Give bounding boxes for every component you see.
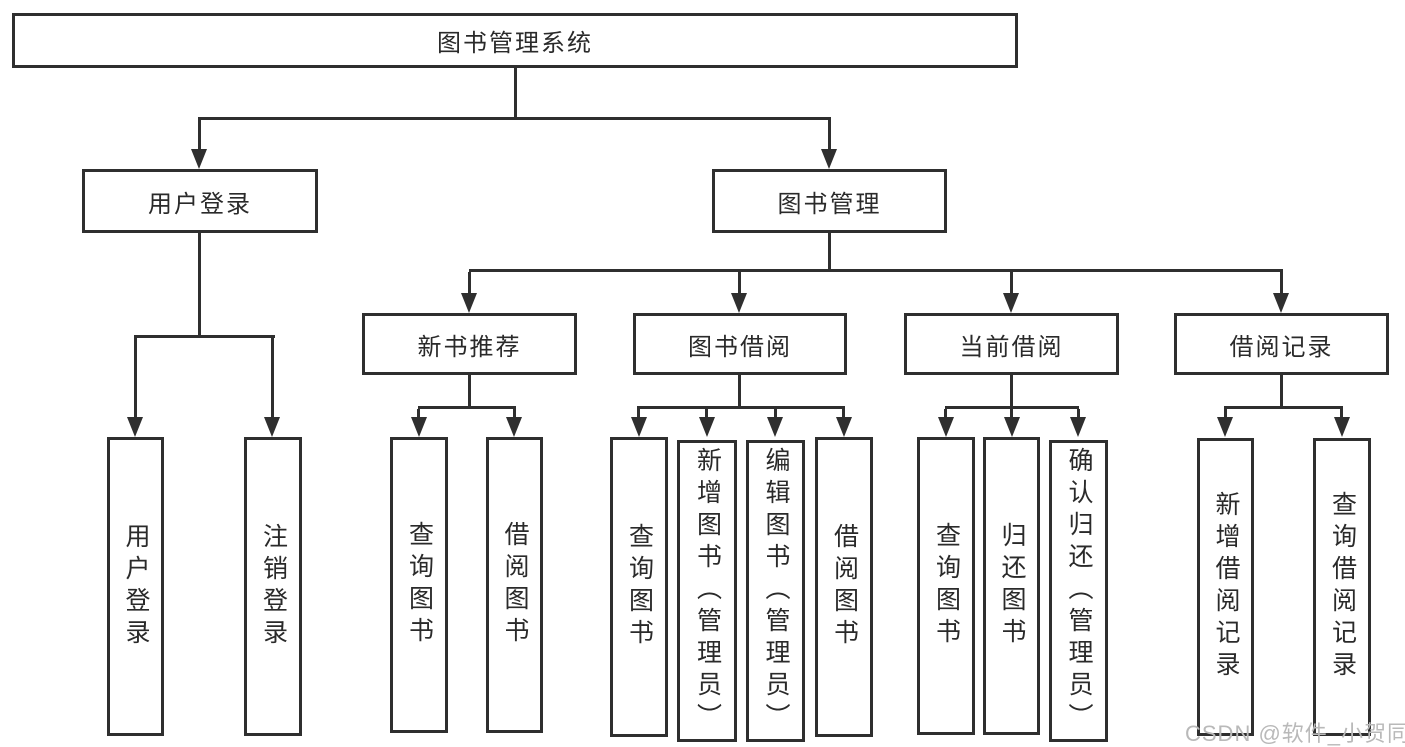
- leaf-borrow-books-recommend-label: 借阅图书: [501, 521, 529, 649]
- node-book-borrow: 图书借阅: [633, 313, 847, 375]
- node-root-label: 图书管理系统: [437, 30, 593, 57]
- leaf-borrow-books: 借阅图书: [815, 437, 873, 737]
- arrow-down-icon: [938, 417, 954, 437]
- leaf-query-books-current-label: 查询图书: [932, 522, 961, 650]
- arrow-down-icon: [461, 293, 477, 313]
- arrow-down-icon: [699, 417, 715, 437]
- watermark: CSDN @软件_小贺同学: [1185, 721, 1405, 746]
- leaf-edit-books-admin-label: 编辑图书（管理员）: [762, 447, 790, 735]
- leaf-return-books: 归还图书: [983, 437, 1040, 735]
- connector-line: [513, 409, 516, 419]
- connector-line: [1010, 375, 1013, 408]
- node-current-borrow-label: 当前借阅: [959, 333, 1064, 361]
- arrow-down-icon: [127, 417, 143, 437]
- arrow-down-icon: [1070, 417, 1086, 437]
- arrow-down-icon: [1273, 293, 1289, 313]
- leaf-user-login-label: 用户登录: [122, 522, 150, 651]
- connector-line: [828, 233, 831, 272]
- arrow-down-icon: [767, 417, 783, 437]
- connector-line: [1280, 375, 1283, 408]
- connector-line: [468, 272, 471, 295]
- arrow-down-icon: [506, 417, 522, 437]
- node-new-book-recommend-label: 新书推荐: [417, 333, 522, 361]
- leaf-query-books-recommend-label: 查询图书: [405, 521, 434, 649]
- leaf-logout-label: 注销登录: [259, 522, 288, 651]
- arrow-down-icon: [1004, 417, 1020, 437]
- leaf-add-books-admin-label: 新增图书（管理员）: [693, 447, 722, 735]
- connector-line: [1010, 409, 1013, 419]
- arrow-down-icon: [836, 417, 852, 437]
- arrow-down-icon: [191, 149, 207, 169]
- connector-line: [828, 120, 831, 152]
- leaf-query-books-current: 查询图书: [917, 437, 975, 735]
- node-new-book-recommend: 新书推荐: [362, 313, 577, 375]
- connector-line: [1010, 272, 1013, 295]
- connector-line: [198, 233, 201, 337]
- connector-line: [637, 406, 845, 409]
- node-user-login-label: 用户登录: [148, 190, 252, 218]
- node-root: 图书管理系统: [12, 13, 1018, 68]
- arrow-down-icon: [631, 417, 647, 437]
- connector-line: [417, 409, 420, 419]
- connector-line: [198, 120, 201, 152]
- connector-line: [1340, 409, 1343, 419]
- leaf-query-books-borrow: 查询图书: [610, 437, 668, 737]
- connector-line: [134, 338, 137, 418]
- connector-line: [842, 409, 845, 419]
- leaf-confirm-return-admin-label: 确认归还（管理员）: [1065, 447, 1093, 735]
- leaf-user-login: 用户登录: [107, 437, 164, 736]
- node-user-login: 用户登录: [82, 169, 318, 233]
- node-borrow-records-label: 借阅记录: [1229, 333, 1334, 361]
- connector-line: [738, 375, 741, 408]
- node-borrow-records: 借阅记录: [1174, 313, 1389, 375]
- arrow-down-icon: [1217, 417, 1233, 437]
- leaf-add-borrow-record: 新增借阅记录: [1197, 438, 1254, 736]
- arrow-down-icon: [264, 417, 280, 437]
- connector-line: [1224, 406, 1343, 409]
- arrow-down-icon: [731, 293, 747, 313]
- leaf-borrow-books-label: 借阅图书: [830, 523, 859, 651]
- connector-line: [738, 272, 741, 295]
- leaf-query-borrow-record-label: 查询借阅记录: [1328, 491, 1357, 683]
- connector-line: [271, 338, 274, 418]
- connector-line: [945, 406, 1079, 409]
- leaf-query-borrow-record: 查询借阅记录: [1313, 438, 1371, 736]
- leaf-add-borrow-record-label: 新增借阅记录: [1212, 491, 1240, 683]
- connector-line: [469, 269, 1283, 272]
- leaf-edit-books-admin: 编辑图书（管理员）: [746, 440, 805, 742]
- leaf-confirm-return-admin: 确认归还（管理员）: [1049, 440, 1108, 742]
- connector-line: [705, 409, 708, 419]
- leaf-query-books-recommend: 查询图书: [390, 437, 448, 733]
- leaf-logout: 注销登录: [244, 437, 302, 736]
- arrow-down-icon: [1334, 417, 1350, 437]
- node-current-borrow: 当前借阅: [904, 313, 1119, 375]
- node-book-management-label: 图书管理: [777, 190, 882, 218]
- connector-line: [468, 375, 471, 408]
- arrow-down-icon: [821, 149, 837, 169]
- connector-line: [514, 68, 517, 120]
- node-book-borrow-label: 图书借阅: [688, 333, 792, 361]
- connector-line: [134, 335, 275, 338]
- node-book-management: 图书管理: [712, 169, 947, 233]
- leaf-query-books-borrow-label: 查询图书: [625, 523, 654, 651]
- connector-line: [1280, 272, 1283, 295]
- connector-line: [774, 409, 777, 419]
- leaf-return-books-label: 归还图书: [998, 522, 1026, 650]
- arrow-down-icon: [411, 417, 427, 437]
- connector-line: [637, 409, 640, 419]
- leaf-borrow-books-recommend: 借阅图书: [486, 437, 543, 733]
- connector-line: [1224, 409, 1227, 419]
- connector-line: [944, 409, 947, 419]
- connector-line: [198, 117, 831, 120]
- leaf-add-books-admin: 新增图书（管理员）: [677, 440, 737, 742]
- connector-line: [418, 406, 516, 409]
- arrow-down-icon: [1003, 293, 1019, 313]
- connector-line: [1077, 409, 1080, 419]
